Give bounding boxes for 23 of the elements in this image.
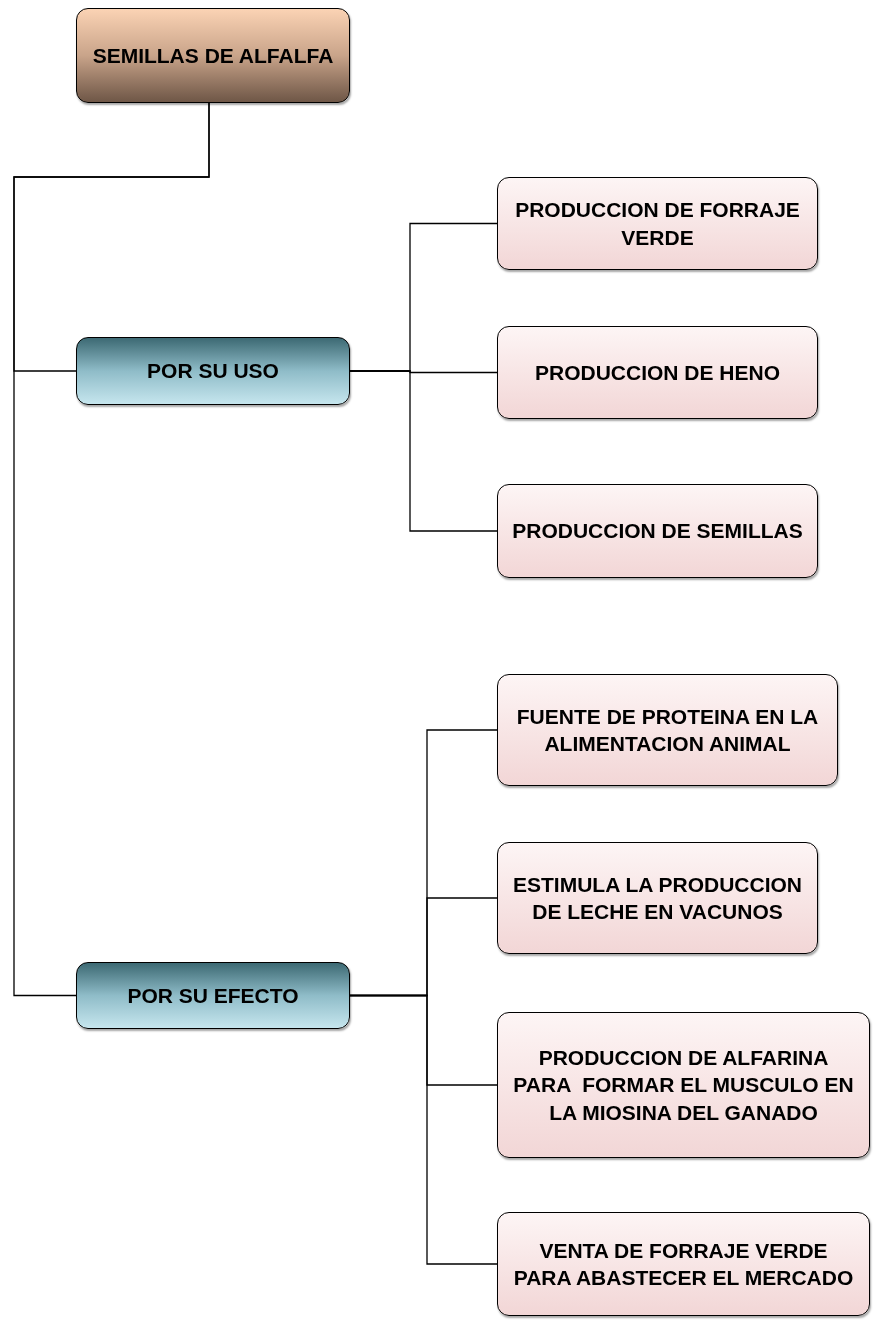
category-box — [76, 962, 350, 1029]
box-label: POR SU USO — [147, 358, 279, 385]
connector-line — [349, 370, 498, 532]
root-box — [76, 8, 350, 103]
item-box — [497, 484, 818, 578]
category-box — [76, 337, 350, 405]
item-box — [497, 326, 818, 419]
box-label: PRODUCCION DE HENO — [535, 359, 780, 386]
box-label: SEMILLAS DE ALFALFA — [92, 42, 334, 69]
box-label: FUENTE DE PROTEINA EN LA ALIMENTACION ANIMAL — [515, 703, 820, 757]
item-box — [497, 674, 838, 786]
box-label: POR SU EFECTO — [127, 982, 299, 1009]
item-box — [497, 1012, 870, 1158]
item-box — [497, 842, 818, 954]
item-box — [497, 1212, 870, 1316]
connector-line — [349, 994, 498, 1265]
item-box — [497, 177, 818, 270]
box-label: ESTIMULA LA PRODUCCION DE LECHE EN VACUNOS — [512, 871, 803, 925]
box-label: PRODUCCION DE SEMILLAS — [512, 518, 803, 545]
connector-line — [13, 102, 210, 997]
box-label: PRODUCCION DE ALFARINA PARA FORMAR EL MUSCULO EN LA MIOSINA DEL GANADO — [512, 1045, 855, 1126]
box-label: PRODUCCION DE FORRAJE VERDE — [514, 197, 801, 251]
box-label: VENTA DE FORRAJE VERDE PARA ABASTECER EL MERCADO — [512, 1237, 855, 1291]
